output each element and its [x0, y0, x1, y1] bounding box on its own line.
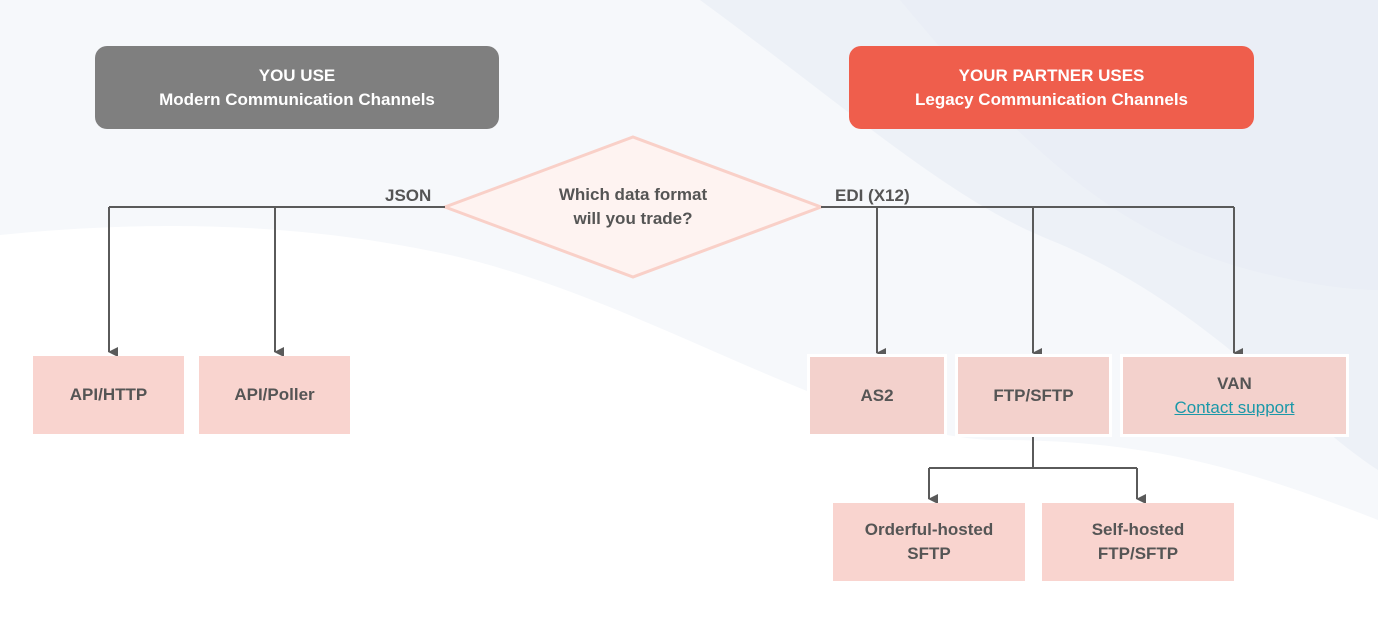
decision-line-1: Which data format — [558, 185, 708, 204]
node-as2: AS2 — [807, 354, 947, 437]
decision-line-2: will you trade? — [573, 209, 693, 228]
node-ftp-sftp-label: FTP/SFTP — [993, 385, 1074, 405]
you-use-title: YOU USE — [258, 65, 336, 85]
node-selfhosted-line-2: FTP/SFTP — [1097, 544, 1179, 563]
contact-support-link[interactable]: Contact support — [1174, 397, 1295, 417]
node-van-label: VAN — [1217, 373, 1252, 393]
node-selfhosted-line-1: Self-hosted — [1091, 520, 1185, 539]
decision-question: Which data format will you trade? — [500, 183, 766, 231]
json-edge-label: JSON — [385, 186, 432, 205]
partner-uses-title: YOUR PARTNER USES — [958, 65, 1145, 85]
node-orderful-line-1: Orderful-hosted — [864, 520, 994, 539]
node-orderful-hosted-sftp: Orderful-hosted SFTP — [833, 503, 1025, 581]
node-api-poller-label: API/Poller — [234, 385, 315, 404]
node-ftp-sftp: FTP/SFTP — [955, 354, 1112, 437]
node-api-http: API/HTTP — [33, 356, 184, 434]
node-orderful-line-2: SFTP — [907, 544, 951, 563]
partner-uses-header: YOUR PARTNER USES Legacy Communication C… — [849, 46, 1254, 129]
node-self-hosted-ftp-sftp: Self-hosted FTP/SFTP — [1042, 503, 1234, 581]
node-as2-label: AS2 — [860, 385, 894, 405]
node-api-poller: API/Poller — [199, 356, 350, 434]
edi-edge-label: EDI (X12) — [835, 186, 910, 205]
node-api-http-label: API/HTTP — [69, 385, 148, 404]
node-van: VAN Contact support — [1120, 354, 1349, 437]
you-use-header: YOU USE Modern Communication Channels — [95, 46, 499, 129]
modern-channels-subtitle: Modern Communication Channels — [159, 89, 435, 109]
legacy-channels-subtitle: Legacy Communication Channels — [915, 89, 1188, 109]
